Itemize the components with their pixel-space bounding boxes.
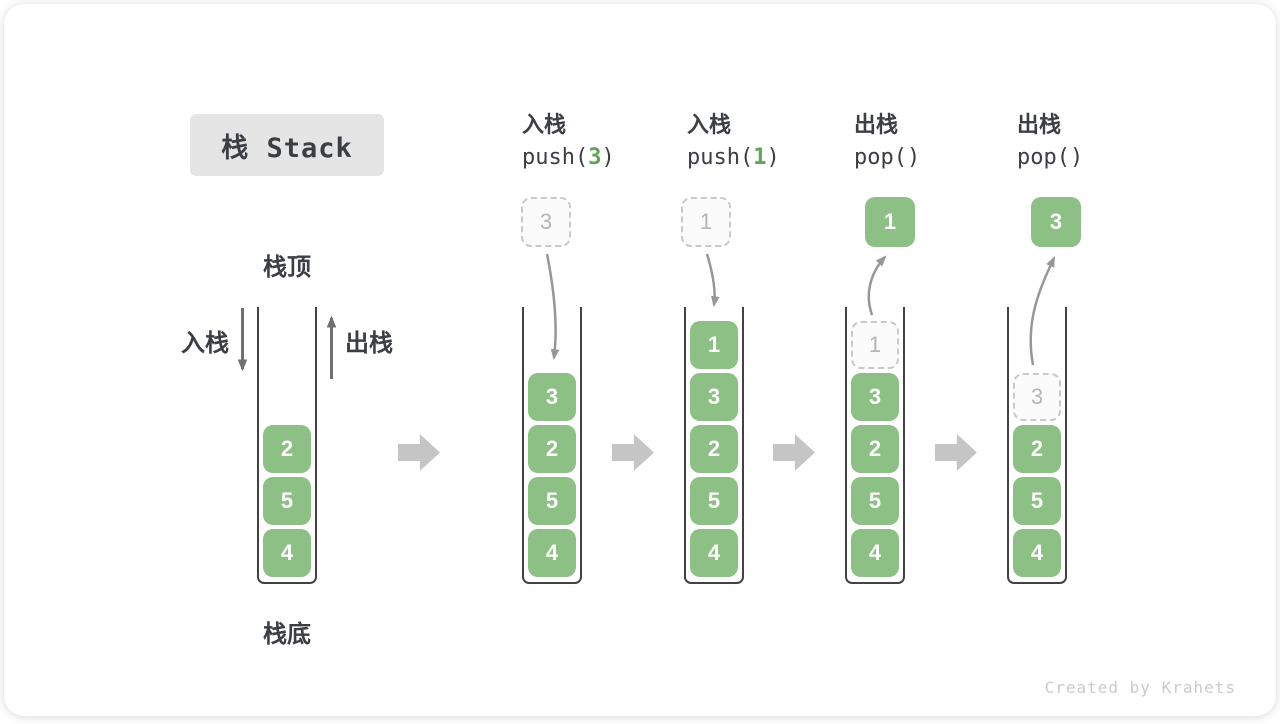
stack-block: 2	[851, 425, 899, 473]
code-post: )	[601, 145, 615, 170]
stack-top-label: 栈顶	[263, 254, 311, 281]
stack-block: 5	[851, 477, 899, 525]
stack-block: 3	[528, 373, 576, 421]
stack-block: 4	[528, 529, 576, 577]
stack-block: 3	[690, 373, 738, 421]
stack-block: 5	[690, 477, 738, 525]
stack-block: 4	[263, 529, 311, 577]
operation-label-push-3: 入栈 push(3)	[522, 110, 682, 176]
stack-block: 4	[690, 529, 738, 577]
stack-block: 2	[1013, 425, 1061, 473]
stack-block: 1	[690, 321, 738, 369]
transition-arrow-icon	[773, 434, 815, 471]
operation-code: pop()	[1017, 140, 1177, 176]
code-pre: pop()	[1017, 145, 1084, 170]
incoming-element-box: 1	[681, 197, 731, 247]
stack-bottom-label: 栈底	[263, 621, 311, 648]
code-post: )	[766, 145, 780, 170]
operation-label-push-1: 入栈 push(1)	[687, 110, 847, 176]
push-side-label: 入栈	[181, 330, 229, 357]
stack-block: 2	[528, 425, 576, 473]
ghost-slot: 3	[1013, 373, 1061, 421]
stack-block: 5	[528, 477, 576, 525]
transition-arrow-icon	[612, 434, 654, 471]
stack-block: 2	[263, 425, 311, 473]
operation-code: pop()	[854, 140, 1014, 176]
operation-name: 入栈	[522, 112, 567, 137]
code-pre: push(	[522, 145, 589, 170]
diagram-card: 栈 Stack 入栈 push(3) 入栈 push(1) 出栈 pop() 出…	[4, 4, 1276, 716]
stack-block: 4	[851, 529, 899, 577]
code-pre: pop()	[854, 145, 921, 170]
operation-label-pop-1: 出栈 pop()	[854, 110, 1014, 176]
pop-side-label: 出栈	[345, 330, 393, 357]
code-arg: 1	[753, 145, 767, 170]
ghost-slot: 1	[851, 321, 899, 369]
credit-text: Created by Krahets	[1044, 678, 1236, 697]
code-arg: 3	[588, 145, 602, 170]
stack-block: 3	[851, 373, 899, 421]
stack-block: 5	[1013, 477, 1061, 525]
operation-name: 出栈	[1017, 112, 1062, 137]
popped-element-box: 1	[865, 197, 915, 247]
stack-block: 5	[263, 477, 311, 525]
operation-code: push(1)	[687, 140, 847, 176]
push-curve-arrow-icon	[705, 253, 720, 308]
operation-name: 入栈	[687, 112, 732, 137]
transition-arrow-icon	[935, 434, 977, 471]
incoming-element-box: 3	[521, 197, 571, 247]
operation-label-pop-3: 出栈 pop()	[1017, 110, 1177, 176]
popped-element-box: 3	[1031, 197, 1081, 247]
transition-arrow-icon	[398, 434, 440, 471]
diagram-title: 栈 Stack	[190, 114, 384, 176]
stack-block: 2	[690, 425, 738, 473]
stack-block: 4	[1013, 529, 1061, 577]
operation-code: push(3)	[522, 140, 682, 176]
operation-name: 出栈	[854, 112, 899, 137]
code-pre: push(	[687, 145, 754, 170]
